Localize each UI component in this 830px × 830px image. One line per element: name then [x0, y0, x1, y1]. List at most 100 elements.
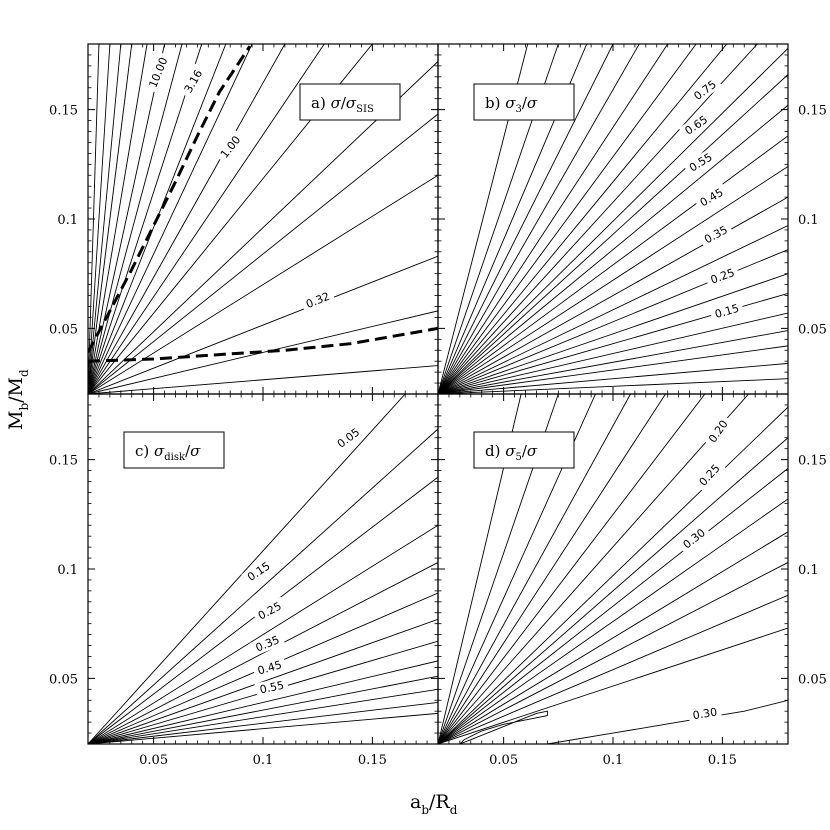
contour-line	[438, 406, 788, 744]
contour-line	[438, 44, 758, 394]
panel-label-box	[473, 83, 575, 121]
y-tick-label: 0.1	[57, 213, 78, 228]
contour-label: 0.25	[709, 266, 736, 287]
contour-line	[88, 44, 111, 394]
contour-label-group: 0.15	[241, 556, 276, 587]
contour-label: 0.30	[692, 706, 718, 723]
dashed-boundary-curve	[88, 45, 252, 354]
contour-label: 0.45	[256, 658, 283, 677]
contour-label-group: 0.55	[254, 676, 290, 698]
y-tick-label: 0.15	[49, 104, 78, 119]
x-tick-label: 0.05	[139, 753, 168, 768]
contour-line	[88, 44, 166, 394]
panel-label-denominator: σ	[346, 94, 357, 112]
contour-label-group: 0.45	[252, 656, 288, 679]
contour-label-bg	[687, 703, 722, 723]
panel-label-symbol: σ	[505, 94, 516, 112]
contour-line	[438, 594, 788, 744]
contour-line	[88, 394, 406, 744]
contour-line	[438, 362, 788, 394]
contour-line	[88, 688, 438, 744]
contour-label-group: 0.45	[693, 182, 729, 212]
contour-label-bg	[678, 110, 714, 140]
contour-line	[438, 394, 749, 744]
contour-label-bg	[249, 630, 286, 656]
contour-line	[438, 44, 669, 394]
contour-line	[438, 378, 788, 394]
contour-line	[88, 44, 122, 394]
contour-line	[438, 44, 697, 394]
panel-d: 0.050.050.10.10.150.150.200.250.300.30d)…	[437, 393, 827, 768]
panel-label-separator: /	[522, 94, 528, 112]
contour-line	[88, 428, 438, 744]
contour-label-bg	[254, 676, 290, 698]
panel-label-subscript: 3	[515, 104, 521, 115]
panel-label: b) σ3/σ	[485, 94, 538, 115]
x-tick-label: 0.1	[603, 753, 624, 768]
panel-label-box	[299, 83, 401, 121]
contour-line	[438, 44, 640, 394]
contour-label-group: 0.65	[678, 110, 714, 140]
contour-label: 10.00	[147, 56, 171, 90]
contour-label-group: 0.05	[331, 422, 366, 454]
contour-line	[438, 48, 788, 394]
panel-label-subscript: disk	[164, 452, 186, 463]
contour-line	[438, 273, 788, 394]
contour-line	[88, 255, 438, 394]
contour-label-group: 0.25	[693, 458, 726, 492]
contour-line	[438, 394, 631, 744]
panel-label-box	[123, 431, 225, 469]
y-axis-label: Mb/Md	[5, 369, 31, 430]
contour-line	[438, 74, 788, 394]
contour-line	[88, 524, 438, 744]
panel-label-prefix: b)	[485, 94, 505, 112]
contour-line	[438, 394, 666, 744]
dashed-boundary-curve	[88, 326, 438, 363]
panel-label: a) σ/σSIS	[311, 94, 374, 115]
contour-line	[438, 312, 788, 394]
x-tick-label: 0.15	[708, 753, 737, 768]
contour-label-bg	[683, 147, 718, 177]
contour-line	[88, 44, 203, 394]
contour-line	[438, 562, 788, 744]
contour-line	[438, 498, 788, 744]
contour-line	[88, 310, 438, 394]
panel-label-symbol: σ	[154, 442, 165, 460]
contour-label-group: 0.30	[676, 522, 711, 554]
contour-line	[438, 330, 788, 394]
contour-line	[438, 166, 788, 394]
contour-label-bg	[676, 522, 711, 554]
contour-label-bg	[178, 63, 208, 99]
contour-label-bg	[252, 656, 288, 679]
panel-label-symbol: σ	[505, 442, 516, 460]
panel-label-symbol: σ	[331, 94, 342, 112]
contour-label-group: 0.25	[252, 596, 288, 625]
panel-label: c) σdisk/σ	[135, 442, 201, 463]
contour-line	[88, 44, 286, 394]
contour-label-bg	[687, 74, 723, 106]
contour-label-group: 0.25	[704, 263, 741, 289]
contour-label-group: 0.55	[683, 147, 718, 177]
y-tick-label: 0.05	[798, 672, 827, 687]
x-axis-label: ab/Rd	[410, 791, 458, 817]
contour-label-bg	[709, 299, 745, 323]
contour-label-bg	[702, 413, 734, 449]
contour-label-group: 1.00	[214, 129, 246, 164]
y-tick-label: 0.15	[798, 104, 827, 119]
contour-label: 0.15	[713, 302, 740, 321]
contour-line	[438, 196, 788, 394]
x-tick-label: 0.15	[358, 753, 387, 768]
contour-line	[459, 710, 548, 744]
contour-line	[88, 660, 438, 744]
contour-label-group: 0.75	[687, 74, 723, 106]
contour-label-bg	[241, 556, 276, 587]
panel-label-prefix: a)	[311, 94, 331, 112]
contour-line	[438, 44, 614, 394]
contour-label-bg	[693, 458, 726, 492]
panel-b: 0.050.10.150.750.650.550.450.350.250.15b…	[437, 43, 827, 395]
y-tick-label: 0.1	[57, 563, 78, 578]
panel-label-separator: /	[341, 94, 347, 112]
contour-line	[88, 113, 438, 394]
